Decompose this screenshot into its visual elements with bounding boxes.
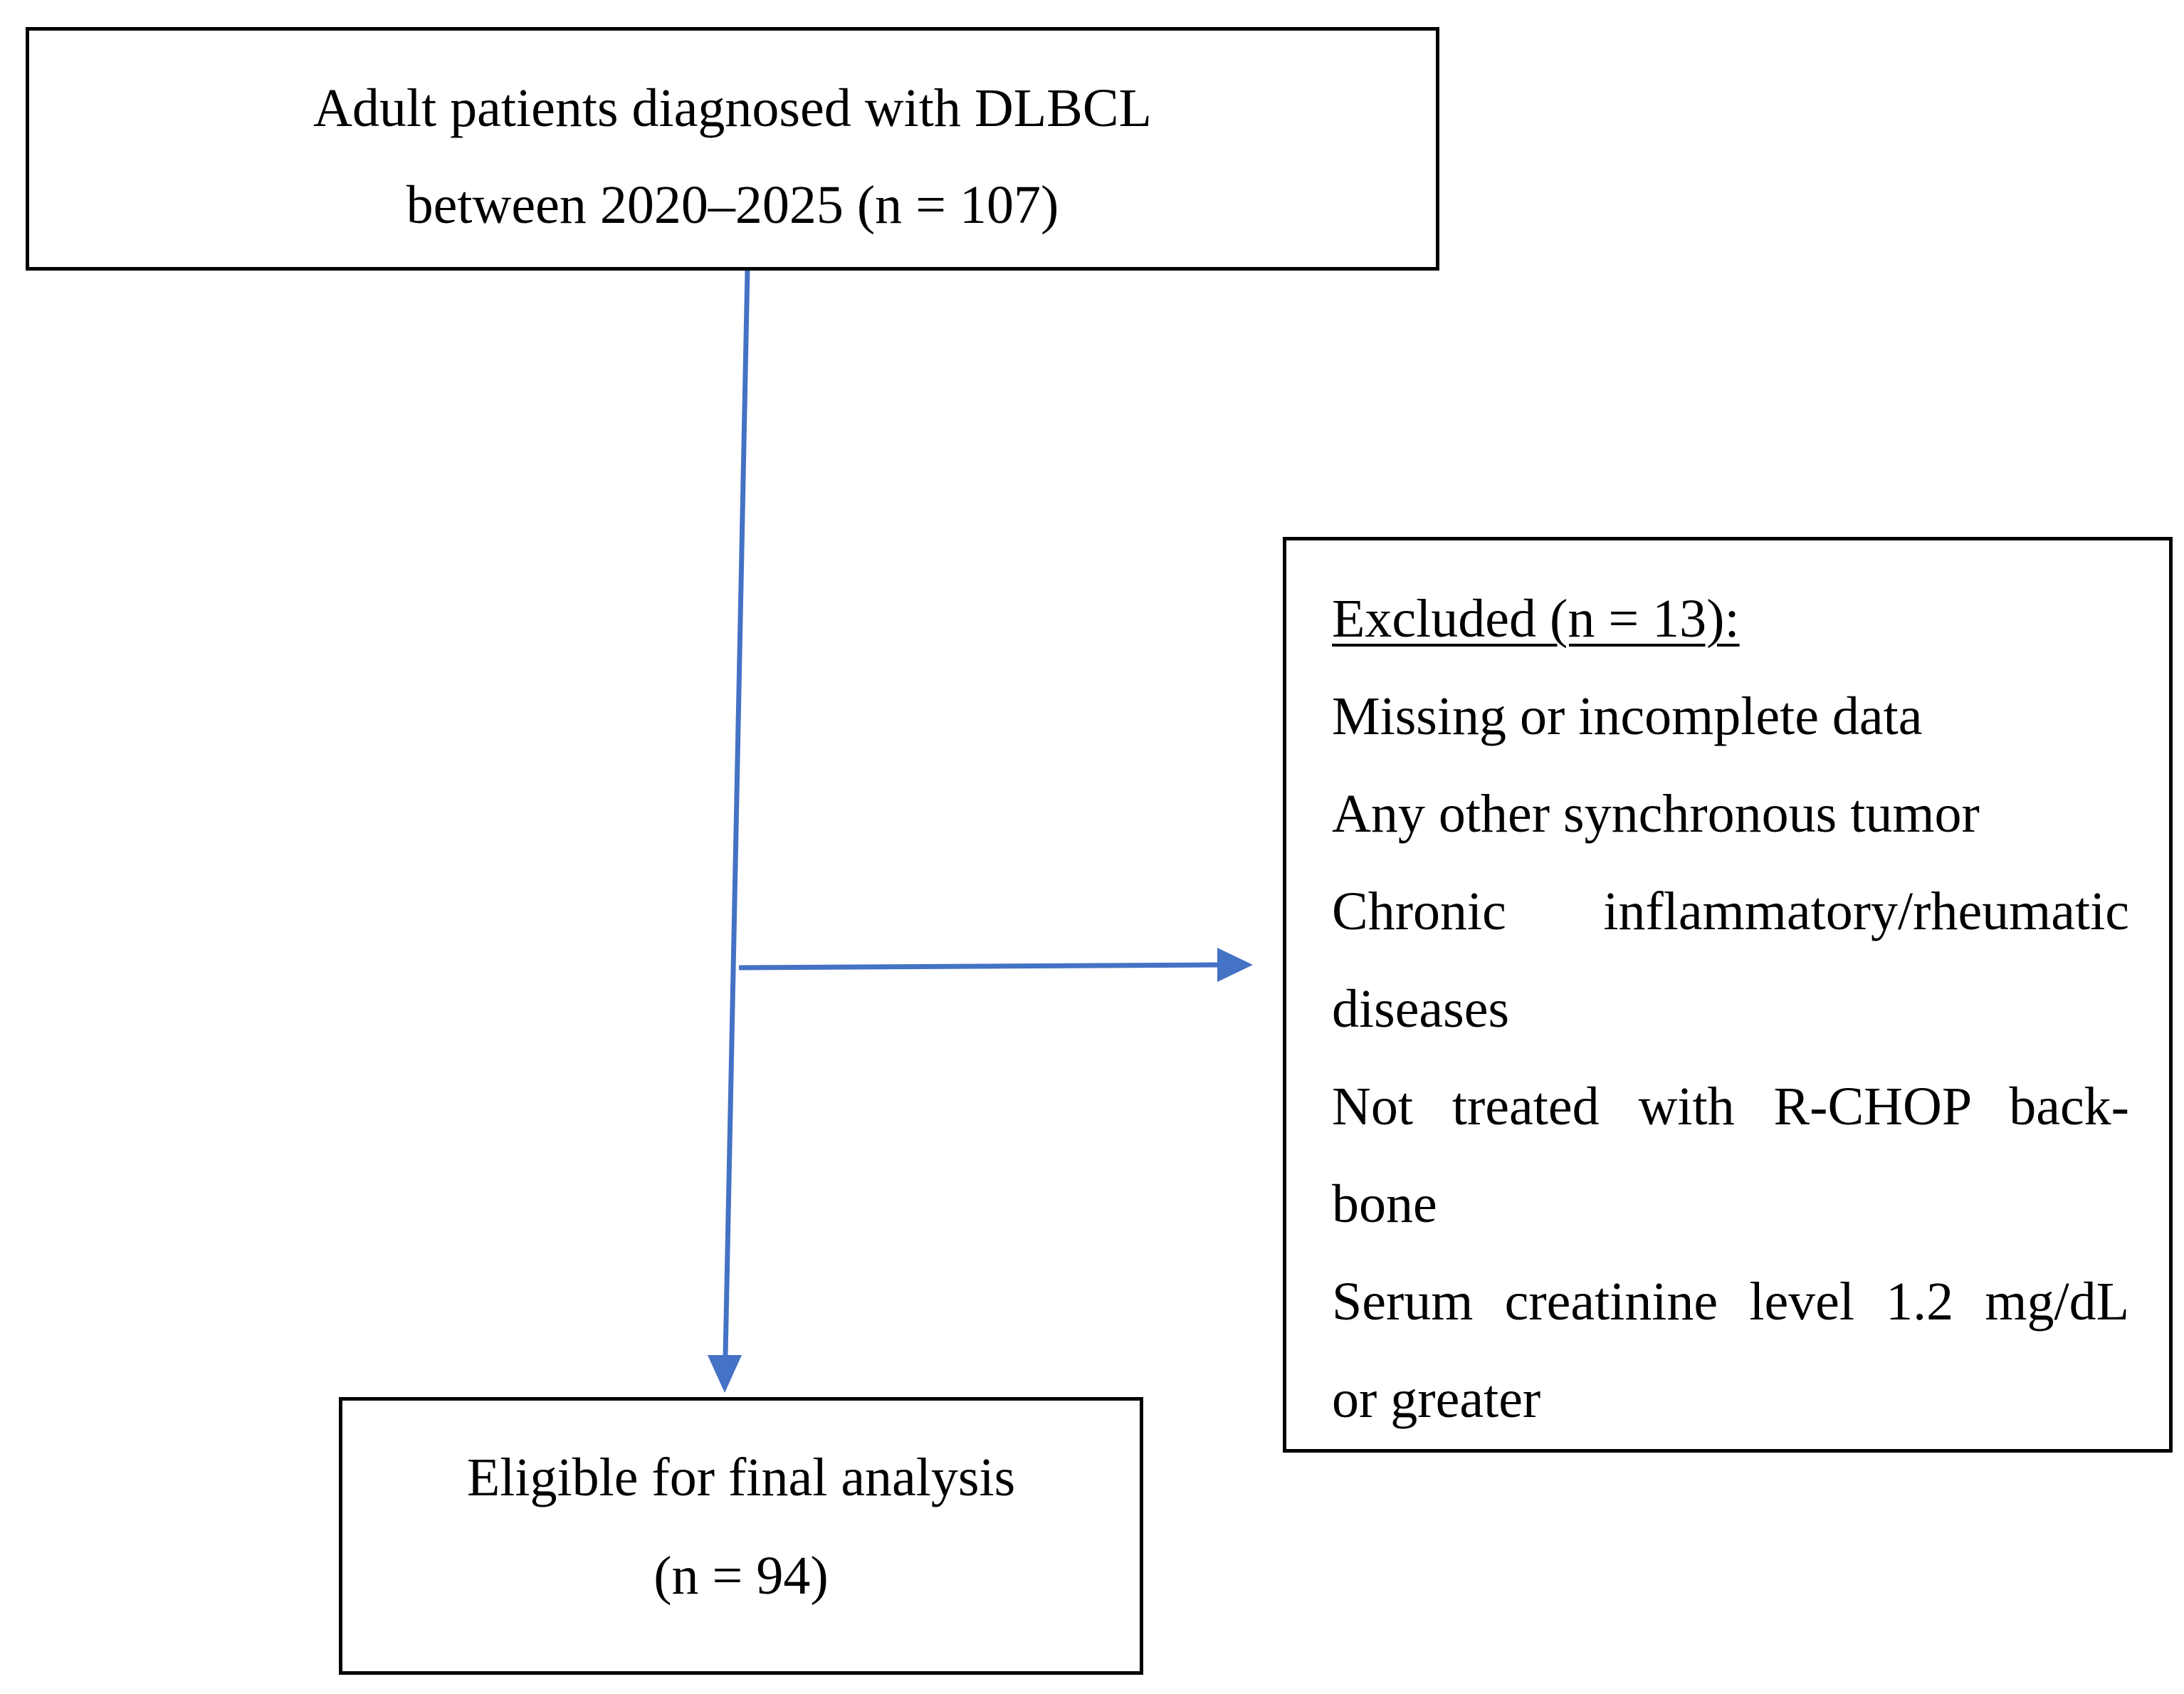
exclusion-arrow bbox=[738, 948, 1253, 982]
excluded-heading: Excluded (n = 13): bbox=[1332, 589, 1740, 649]
exclusion-line bbox=[738, 962, 1219, 971]
exclusion-reason: Chronic inflammatory/rheumatic bbox=[1332, 882, 2129, 941]
final-analysis-box: Eligible for final analysis (n = 94) bbox=[339, 1397, 1143, 1675]
main-flow-arrowhead bbox=[708, 1355, 742, 1393]
cohort-text-line-2: between 2020–2025 (n = 107) bbox=[406, 175, 1059, 235]
exclusion-reason: Any other synchronous tumor bbox=[1332, 784, 1980, 844]
exclusion-reason: Missing or incomplete data bbox=[1332, 686, 1923, 746]
exclusion-arrowhead bbox=[1217, 948, 1253, 982]
exclusion-reason: Not treated with R-CHOP back- bbox=[1332, 1077, 2129, 1136]
cohort-text-line-1: Adult patients diagnosed with DLBCL bbox=[313, 78, 1152, 138]
exclusion-reason-continued: bone bbox=[1332, 1174, 1437, 1234]
main-flow-arrow bbox=[708, 268, 750, 1393]
exclusion-reason-continued: diseases bbox=[1332, 979, 1510, 1039]
exclusion-reason: Serum creatinine level 1.2 mg/dL bbox=[1332, 1272, 2129, 1332]
final-analysis-text-line-2: (n = 94) bbox=[653, 1546, 829, 1606]
final-analysis-text-line-1: Eligible for final analysis bbox=[466, 1448, 1016, 1507]
excluded-box: Excluded (n = 13): Missing or incomplete… bbox=[1283, 537, 2173, 1453]
main-flow-line bbox=[723, 268, 750, 1357]
exclusion-reason-continued: or greater bbox=[1332, 1369, 1541, 1429]
cohort-box: Adult patients diagnosed with DLBCL betw… bbox=[26, 27, 1439, 271]
